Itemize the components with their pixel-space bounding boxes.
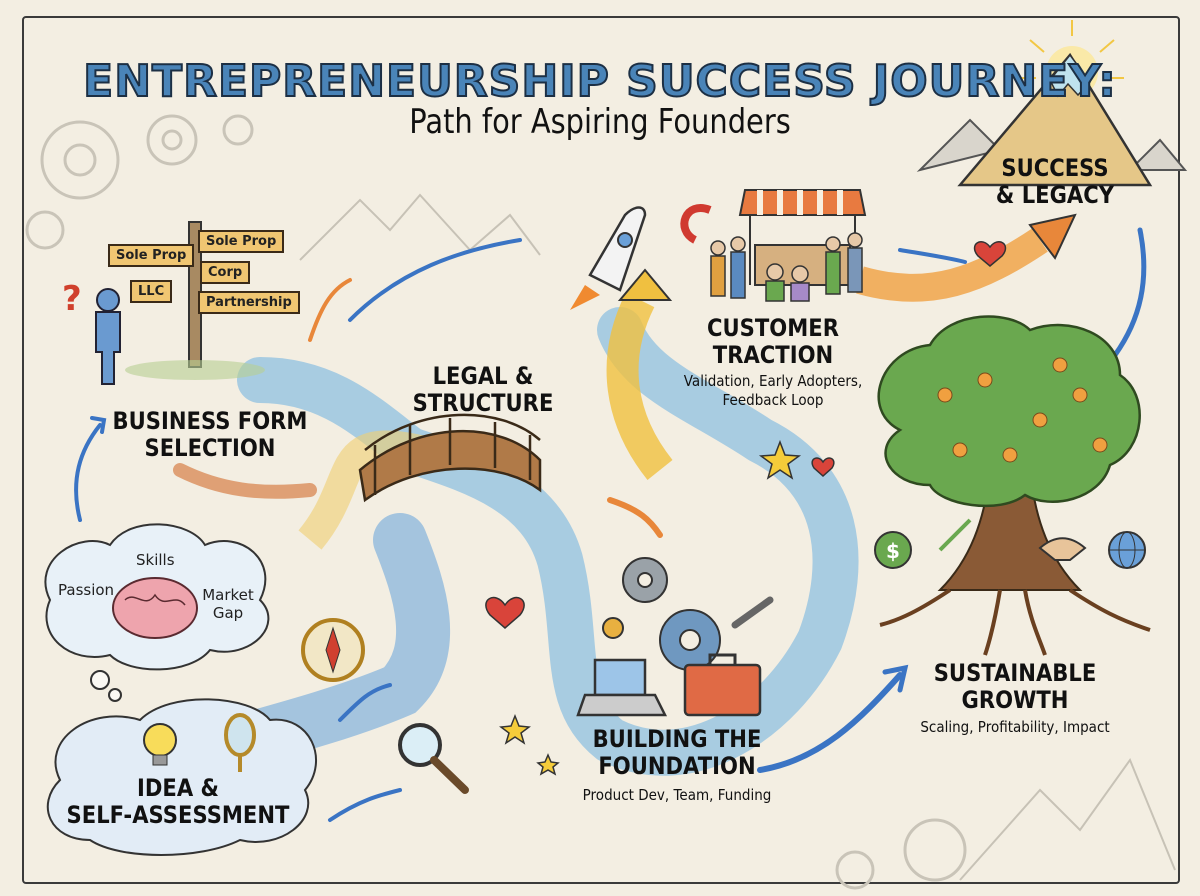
- mountain-icon: [916, 52, 1188, 187]
- magnifier-icon: [398, 723, 469, 794]
- stage-title-line1: CUSTOMER: [707, 314, 839, 342]
- stage-detail: Product Dev, Team, Funding: [582, 786, 772, 804]
- stage-detail: Validation, Early Adopters, Feedback Loo…: [656, 372, 890, 410]
- tree-icon: [877, 315, 1151, 656]
- sign-partnership: Partnership: [198, 291, 300, 314]
- heart-icon: [485, 241, 1007, 629]
- stage-success-legacy: SUCCESS & LEGACY: [985, 155, 1126, 209]
- sign-sole-prop-left: Sole Prop: [108, 244, 195, 267]
- bridge-icon: [358, 413, 542, 503]
- gear-icon: [25, 114, 967, 890]
- toolbox-icon: [683, 653, 762, 717]
- sign-llc: LLC: [130, 280, 173, 303]
- signpost-icon: [125, 221, 265, 380]
- stage-detail: Scaling, Profitability, Impact: [920, 718, 1110, 736]
- question-mark-icon: ?: [62, 279, 82, 319]
- brain-icon: [112, 577, 198, 639]
- stage-title-line2: & LEGACY: [995, 181, 1115, 209]
- stage-legal-structure: LEGAL & STRUCTURE: [395, 363, 571, 417]
- cloud-word-passion: Passion: [58, 581, 115, 599]
- stage-detail-line1: Validation, Early Adopters,: [683, 372, 863, 390]
- compass-icon: [301, 618, 365, 682]
- stage-title-line1: SUCCESS: [1001, 154, 1109, 182]
- stage-detail-line2: Feedback Loop: [722, 391, 824, 409]
- svg-text:$: $: [886, 539, 900, 563]
- stage-title-line1: BUILDING THE: [592, 725, 762, 753]
- globe-icon: [1108, 531, 1146, 569]
- stage-title-line1: IDEA &: [137, 774, 219, 802]
- star-icon: [499, 439, 802, 776]
- person-icon: [710, 232, 863, 302]
- gear-icon: [602, 557, 721, 671]
- stage-title-line2: STRUCTURE: [412, 389, 554, 417]
- stage-title-line2: TRACTION: [712, 341, 834, 369]
- page-subtitle: Path for Aspiring Founders: [409, 102, 791, 142]
- stage-building-foundation: BUILDING THE FOUNDATION: [571, 726, 782, 780]
- mountain-icon: [299, 193, 1176, 881]
- mirror-icon: [224, 713, 256, 772]
- arrow-icon: [74, 227, 1147, 822]
- lightbulb-icon: [143, 723, 177, 766]
- stage-title-line1: SUSTAINABLE: [933, 659, 1097, 687]
- stage-title-line2: SELECTION: [144, 434, 276, 462]
- sign-corp: Corp: [200, 261, 251, 284]
- rocket-icon: [570, 206, 647, 310]
- wrench-icon: [731, 596, 774, 629]
- dollar-icon: $: [874, 531, 912, 569]
- laptop-icon: [576, 658, 668, 717]
- stage-title-line2: FOUNDATION: [598, 752, 756, 780]
- page-title: ENTREPRENEURSHIP SUCCESS JOURNEY:: [82, 55, 1117, 108]
- handshake-icon: [1038, 537, 1087, 561]
- stage-title-line2: GROWTH: [961, 686, 1069, 714]
- stage-title-line2: SELF-ASSESSMENT: [66, 801, 290, 829]
- stage-customer-traction: CUSTOMER TRACTION: [676, 315, 870, 369]
- stage-title-line1: LEGAL &: [432, 362, 534, 390]
- cloud-word-market-gap: Market Gap: [202, 586, 254, 622]
- cloud-word-skills: Skills: [136, 551, 175, 569]
- magnet-icon: [680, 204, 712, 244]
- page-frame: [22, 16, 1180, 884]
- stage-title-line1: BUSINESS FORM: [112, 407, 308, 435]
- stage-sustainable-growth: SUSTAINABLE GROWTH: [909, 660, 1120, 714]
- person-icon: [95, 288, 121, 385]
- stage-idea-self-assessment: IDEA & SELF-ASSESSMENT: [55, 775, 301, 829]
- sign-sole-prop-right: Sole Prop: [198, 230, 285, 253]
- arrow-icon: [938, 518, 972, 552]
- stage-business-form-selection: BUSINESS FORM SELECTION: [104, 408, 315, 462]
